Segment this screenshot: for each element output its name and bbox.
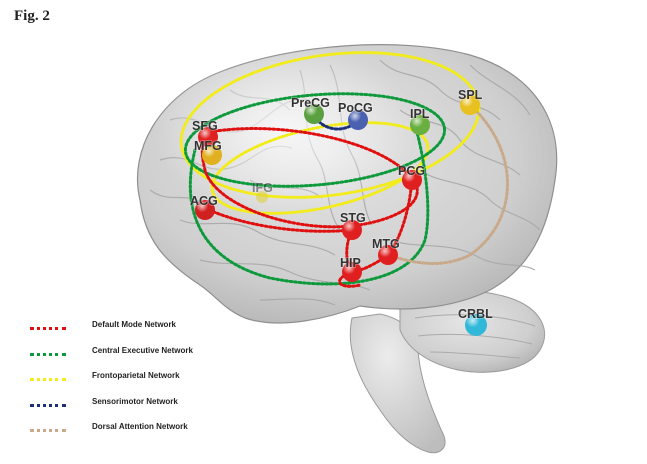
label-HIP: HIP — [340, 256, 361, 270]
legend-item-fpn: Frontoparietal Network — [30, 371, 290, 397]
node-ACG — [195, 200, 215, 220]
dan-loop — [386, 103, 509, 265]
node-PreCG — [304, 104, 324, 124]
label-SPL: SPL — [458, 88, 483, 102]
label-STG: STG — [340, 211, 366, 225]
node-CRBL — [465, 314, 487, 336]
label-IFG: IFG — [252, 181, 273, 195]
region-nodes — [195, 95, 487, 336]
region-labels: SFG MFG ACG IFG PreCG PoCG IPL SPL PCG S… — [189, 87, 494, 322]
node-IPL — [410, 115, 430, 135]
node-MTG — [378, 245, 398, 265]
dmn-loop-upper — [200, 127, 419, 229]
legend-label-fpn: Frontoparietal Network — [92, 371, 180, 380]
legend-swatch-smn — [30, 403, 66, 407]
node-MFG — [202, 145, 222, 165]
node-PCG — [402, 170, 422, 190]
figure-label: Fig. 2 — [14, 8, 50, 24]
cen-loop-upper — [183, 92, 447, 188]
label-CRBL: CRBL — [458, 307, 493, 321]
dmn-acg-stg — [203, 206, 354, 233]
legend-item-dmn: Default Mode Network — [30, 320, 290, 346]
label-SFG: SFG — [192, 119, 218, 133]
fpn-loop-small — [210, 121, 430, 215]
legend-label-dmn: Default Mode Network — [92, 320, 177, 329]
label-PoCG: PoCG — [338, 101, 373, 115]
legend-swatch-cen — [30, 352, 66, 356]
legend-swatch-dan — [30, 429, 66, 432]
label-PreCG: PreCG — [291, 96, 330, 110]
legend-item-dan: Dorsal Attention Network — [30, 422, 290, 448]
node-HIP — [342, 262, 362, 282]
legend-label-smn: Sensorimotor Network — [92, 396, 178, 406]
label-PCG: PCG — [398, 164, 425, 178]
node-IFG — [256, 191, 268, 203]
legend-label-dan: Dorsal Attention Network — [92, 422, 188, 431]
legend-item-smn: Sensorimotor Network — [30, 397, 290, 423]
node-SFG — [198, 127, 218, 147]
cen-loop-lower — [188, 123, 430, 286]
node-SPL — [460, 95, 480, 115]
legend-swatch-dmn — [30, 327, 66, 330]
label-IPL: IPL — [410, 107, 430, 121]
node-STG — [342, 220, 362, 240]
legend-item-cen: Central Executive Network — [30, 346, 290, 372]
network-legend: Default Mode Network Central Executive N… — [30, 320, 290, 448]
legend-label-cen: Central Executive Network — [92, 345, 193, 355]
legend-swatch-fpn — [30, 378, 66, 381]
node-PoCG — [348, 110, 368, 130]
label-MFG: MFG — [194, 139, 222, 153]
label-MTG: MTG — [372, 237, 400, 251]
label-ACG: ACG — [190, 194, 218, 208]
